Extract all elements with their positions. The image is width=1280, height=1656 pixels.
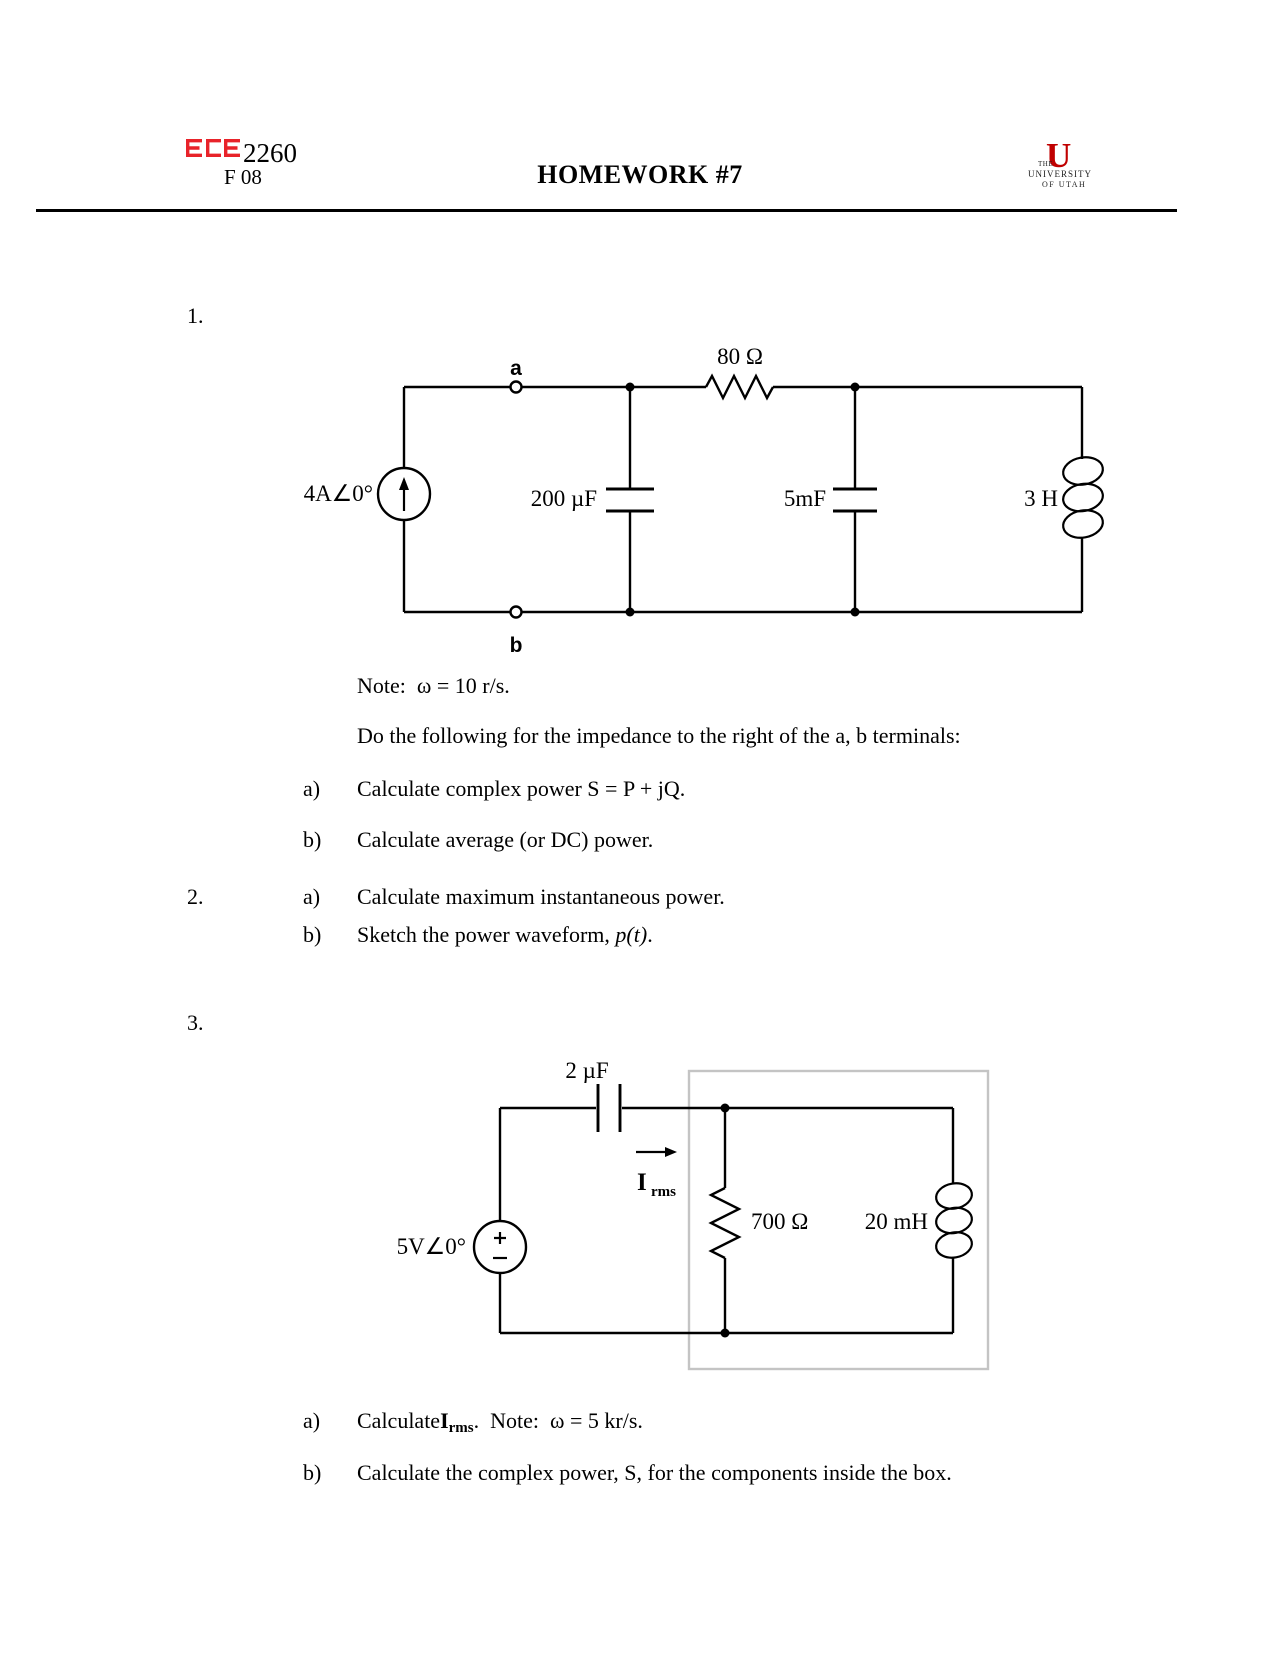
header-rule [36, 209, 1177, 212]
terminal-a-circle [509, 380, 523, 394]
problem-1-note: Note: ω = 10 r/s. [357, 673, 510, 698]
university-logo-university: UNIVERSITY [1028, 169, 1092, 179]
inductor-20mh-coil [935, 1182, 973, 1259]
coil-loop [1062, 482, 1104, 513]
page-title: HOMEWORK #7 [537, 160, 743, 189]
coil-loop [935, 1231, 973, 1259]
terminal-b-label: b [510, 634, 523, 657]
cap2-label: 5mF [784, 486, 826, 511]
node-dot [850, 607, 860, 617]
terminal-a-label: a [510, 357, 522, 380]
plus-sign [494, 1232, 506, 1244]
item-label: a) [303, 776, 321, 801]
resistor-700-zigzag [708, 1186, 742, 1260]
cap2-plates [833, 487, 877, 513]
problem-3a-sub: rms [448, 1420, 474, 1436]
problem-3a-rest: . Note: ω = 5 kr/s. [473, 1408, 643, 1433]
circuit-3-diagram: 2 µF I rms 5V∠0° 700 Ω 20 mH [397, 1058, 990, 1371]
voltage-source-label: 5V∠0° [397, 1234, 466, 1259]
circuit-1-diagram: 4A∠0° a b 200 µF 80 Ω 5mF 3 H [304, 344, 1104, 657]
problem-2a-text: Calculate maximum instantaneous power. [357, 884, 725, 909]
problem-1-number: 1. [187, 303, 204, 328]
resistor-80-label: 80 Ω [717, 344, 763, 369]
inductor-20mh-label: 20 mH [865, 1209, 928, 1234]
logo-letter-E2 [224, 139, 240, 157]
voltage-source-circle [472, 1219, 528, 1275]
node-dot [625, 607, 635, 617]
cap-2uf-plates [596, 1084, 622, 1132]
problem-2b-math: p(t) [615, 922, 648, 947]
problem-2-number: 2. [187, 884, 204, 909]
university-logo-the: THE [1038, 160, 1054, 168]
ece-department-logo [186, 139, 240, 157]
irms-arrowhead [665, 1147, 677, 1157]
logo-letter-C [206, 139, 221, 157]
circuit1-horizontal-wires [404, 385, 1082, 614]
terminal-b-circle [509, 605, 523, 619]
logo-letter-E1 [186, 139, 202, 157]
problem-3a-text: CalculateIrms. Note: ω = 5 kr/s. [357, 1408, 643, 1441]
item-label: b) [303, 922, 322, 947]
components-box-outline [687, 1069, 990, 1371]
irms-label-sub: rms [651, 1184, 676, 1200]
problem-1-intro: Do the following for the impedance to th… [357, 723, 961, 748]
university-logo-of-utah: OF UTAH [1042, 180, 1087, 189]
node-dot [720, 1103, 730, 1113]
coil-loop [1062, 509, 1104, 539]
item-label: a) [303, 884, 321, 909]
problem-3b-text: Calculate the complex power, S, for the … [357, 1460, 952, 1485]
problem-2b-pre: Sketch the power waveform, [357, 922, 616, 947]
inductor-3h-coil [1062, 456, 1104, 539]
coil-loop [1062, 456, 1104, 486]
cap1-plates [606, 487, 654, 513]
problem-3a-I: I [440, 1408, 449, 1433]
irms-label-I: I [637, 1169, 647, 1196]
university-logo-u: U [1046, 136, 1072, 175]
problem-1b-text: Calculate average (or DC) power. [357, 827, 654, 852]
current-source-arrowhead [399, 477, 409, 490]
item-label: a) [303, 1408, 321, 1433]
node-dot [720, 1328, 730, 1338]
problem-3-number: 3. [187, 1010, 204, 1035]
item-label: b) [303, 827, 322, 852]
node-dot [625, 382, 635, 392]
cap1-label: 200 µF [531, 486, 597, 511]
item-label: b) [303, 1460, 322, 1485]
node-dot [850, 382, 860, 392]
problem-3a-pre: Calculate [357, 1408, 441, 1433]
resistor-80-zigzag [704, 373, 775, 401]
inductor-3h-label: 3 H [1024, 486, 1058, 511]
resistor-700-label: 700 Ω [751, 1209, 808, 1234]
problem-2b-end: . [647, 922, 653, 947]
cap-2uf-label: 2 µF [565, 1058, 608, 1083]
problem-1a-text: Calculate complex power S = P + jQ. [357, 776, 686, 801]
current-source-label: 4A∠0° [304, 481, 373, 506]
course-number: 2260 [243, 138, 297, 168]
term: F 08 [224, 165, 262, 189]
problem-2b-text: Sketch the power waveform, p(t). [357, 922, 653, 948]
